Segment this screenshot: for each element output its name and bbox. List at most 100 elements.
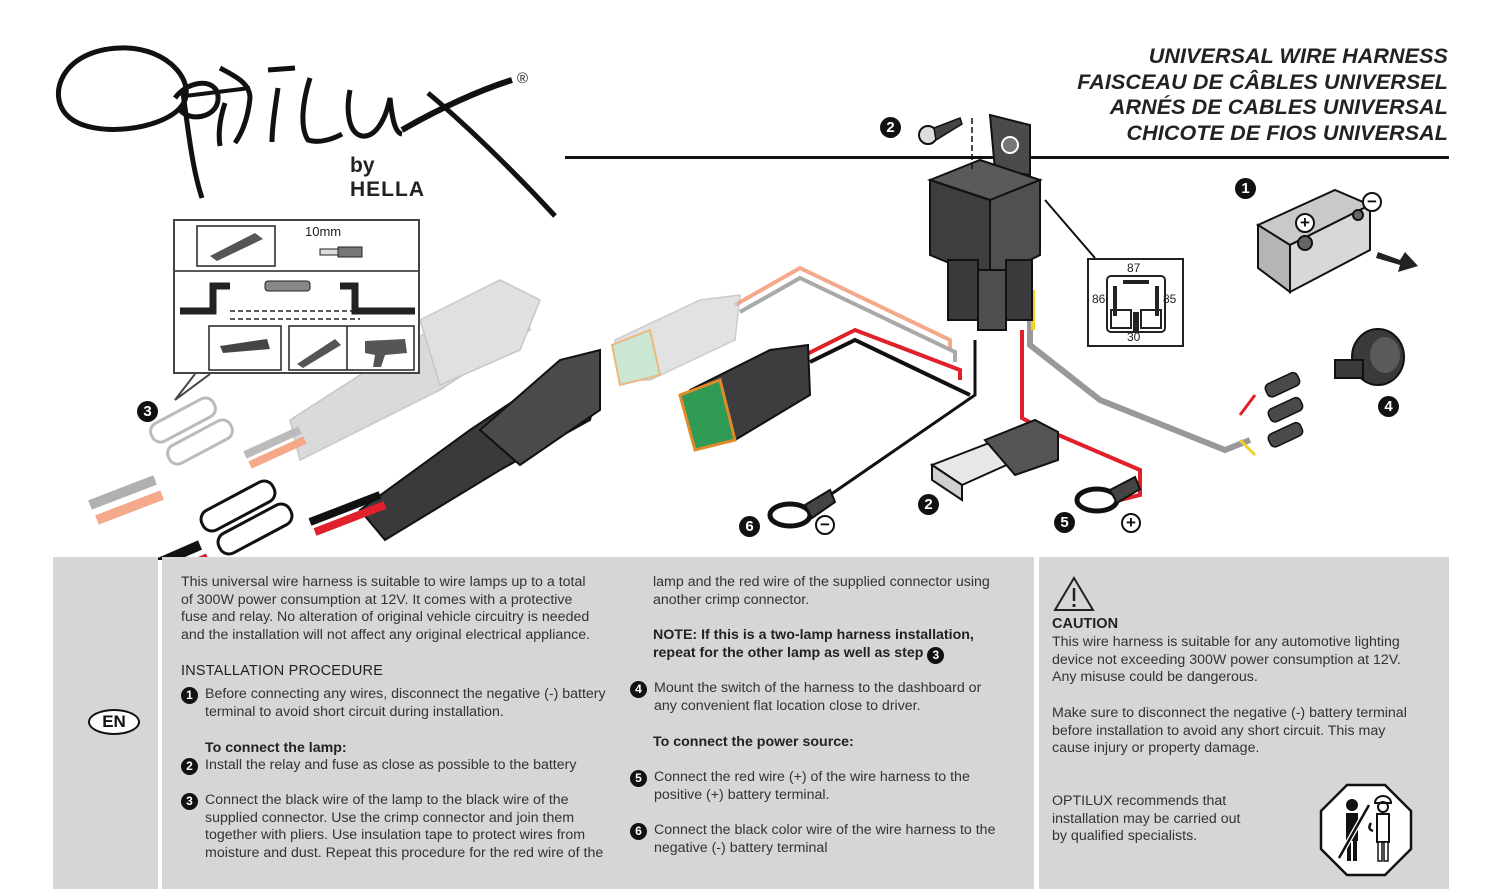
step-text: Connect the black wire of the lamp to th… (205, 792, 625, 862)
step-line: together with pliers. Use insulation tap… (205, 827, 586, 844)
warning-triangle-icon (1053, 576, 1095, 611)
specialist-recommendation: OPTILUX recommends that installation may… (1052, 793, 1240, 846)
terminal-minus-icon: − (815, 515, 835, 535)
battery-plus-icon: + (1295, 213, 1315, 233)
step-number: 1 (181, 687, 198, 704)
step-line: lamp and the red wire of the supplied co… (653, 574, 990, 590)
title-es: ARNÉS DE CABLES UNIVERSAL (1109, 95, 1448, 119)
pliers-icon (220, 339, 270, 353)
optilux-script-wordmark (56, 45, 557, 218)
caution-line: Make sure to disconnect the negative (-)… (1052, 705, 1407, 721)
two-lamp-note: NOTE: If this is a two-lamp harness inst… (653, 627, 974, 664)
battery-minus-icon: − (1362, 192, 1382, 212)
step-ref-3: 3 (927, 646, 945, 664)
heat-gun-icon (365, 339, 407, 367)
step-text: Connect the red wire (+) of the wire har… (654, 769, 1034, 804)
callout-6-negative: 6 (739, 516, 760, 537)
step-number: 4 (630, 681, 647, 698)
step-text: Connect the black color wire of the wire… (654, 822, 1034, 857)
intro-paragraph: This universal wire harness is suitable … (181, 574, 590, 644)
caution-paragraph-1: This wire harness is suitable for any au… (1052, 634, 1401, 687)
pin-87: 87 (1127, 261, 1141, 275)
pin-85: 85 (1163, 292, 1177, 306)
optilux-logo: ® by HELLA (50, 38, 557, 228)
note-text: repeat for the other lamp as well as ste… (653, 644, 924, 661)
step-line: any convenient flat location close to dr… (654, 697, 921, 714)
step-number: 5 (630, 770, 647, 787)
terminal-plus-icon: + (1121, 513, 1141, 533)
relay-socket-icon (1106, 275, 1166, 333)
caution-line: Any misuse could be dangerous. (1052, 669, 1258, 686)
wiring-diagram: 10mm 87 86 85 30 2 1 3 4 2 5 6 + − − + (88, 113, 1418, 560)
step-line: terminal to avoid short circuit during i… (205, 703, 504, 720)
recommendation-line: OPTILUX recommends that (1052, 793, 1227, 809)
intro-line: and the installation will not affect any… (181, 626, 591, 643)
ring-terminal-negative (767, 488, 837, 529)
step-line: Connect the red wire (+) of the wire har… (654, 769, 970, 785)
instructions-panel (162, 557, 1034, 889)
callout-1-battery: 1 (1235, 178, 1256, 199)
recommendation-line: installation may be carried out (1052, 810, 1241, 827)
step-line: Connect the black color wire of the wire… (654, 822, 996, 838)
qualified-specialist-icon (1319, 783, 1413, 877)
crimping-instructions-box (173, 219, 420, 374)
intro-line: fuse and relay. No alteration of origina… (181, 609, 590, 626)
step-line: Connect the black wire of the lamp to th… (205, 792, 569, 808)
callout-3-crimp: 3 (137, 401, 158, 422)
procedure-heading: INSTALLATION PROCEDURE (181, 663, 384, 679)
screw (918, 117, 973, 170)
wire-stripper-icon (210, 233, 263, 261)
caution-line: This wire harness is suitable for any au… (1052, 634, 1400, 650)
step-line: Install the relay and fuse as close as p… (205, 757, 577, 773)
ghost-lamp-connector (289, 279, 541, 462)
lamp-connector-plug (358, 348, 602, 542)
pin-86: 86 (1092, 292, 1106, 306)
hella-label: HELLA (350, 178, 425, 201)
ghost-dt-connector (610, 294, 741, 387)
pin-30: 30 (1127, 330, 1141, 344)
dt-connector (678, 343, 812, 452)
ghost-crimp-connectors (149, 396, 234, 466)
callout-2-fuse: 2 (918, 494, 939, 515)
step-line: supplied connector. Use the crimp connec… (205, 809, 575, 826)
battery (1255, 188, 1418, 294)
registered-mark: ® (517, 70, 529, 87)
title-fr: FAISCEAU DE CÂBLES UNIVERSEL (1077, 69, 1448, 94)
step-line: positive (+) battery terminal. (654, 786, 830, 803)
caution-line: before installation to avoid any short c… (1052, 722, 1386, 739)
step-line: moisture and dust. Repeat this procedure… (205, 844, 604, 861)
step-line: Mount the switch of the harness to the d… (654, 680, 982, 696)
power-subheading: To connect the power source: (653, 734, 854, 750)
caution-title: CAUTION (1052, 616, 1119, 632)
note-line: repeat for the other lamp as well as ste… (653, 645, 974, 664)
step-text: Mount the switch of the harness to the d… (654, 680, 1034, 715)
rocker-switch (1238, 328, 1405, 457)
step-number: 2 (181, 758, 198, 775)
product-titles: UNIVERSAL WIRE HARNESS FAISCEAU DE CÂBLE… (1077, 44, 1448, 146)
callout-4-switch: 4 (1378, 396, 1399, 417)
relay-pinout-diagram: 87 86 85 30 (1087, 258, 1184, 347)
recommendation-line: by qualified specialists. (1052, 828, 1198, 845)
step-number: 3 (181, 793, 198, 810)
caution-paragraph-2: Make sure to disconnect the negative (-)… (1052, 705, 1407, 758)
step-line: another crimp connector. (653, 591, 810, 608)
caution-line: device not exceeding 300W power consumpt… (1052, 651, 1401, 668)
language-badge: EN (88, 709, 140, 735)
ring-terminal-positive (1074, 475, 1142, 514)
step-line: Before connecting any wires, disconnect … (205, 686, 606, 702)
title-pt: CHICOTE DE FIOS UNIVERSAL (1126, 120, 1448, 145)
title-en: UNIVERSAL WIRE HARNESS (1148, 44, 1448, 68)
callout-5-positive: 5 (1054, 512, 1075, 533)
step-text: Before connecting any wires, disconnect … (205, 686, 625, 721)
note-line: NOTE: If this is a two-lamp harness inst… (653, 627, 974, 643)
step-text: Install the relay and fuse as close as p… (205, 757, 625, 775)
step-line: negative (-) battery terminal (654, 839, 828, 856)
by-label: by (350, 154, 375, 177)
crimp-connectors (199, 479, 294, 556)
strip-length-label: 10mm (305, 224, 342, 239)
caution-line: cause injury or property damage. (1052, 740, 1260, 757)
wiring-illustration (88, 113, 1418, 560)
intro-line: This universal wire harness is suitable … (181, 574, 586, 590)
step-number: 6 (630, 823, 647, 840)
lamp-subheading: To connect the lamp: (205, 740, 347, 756)
